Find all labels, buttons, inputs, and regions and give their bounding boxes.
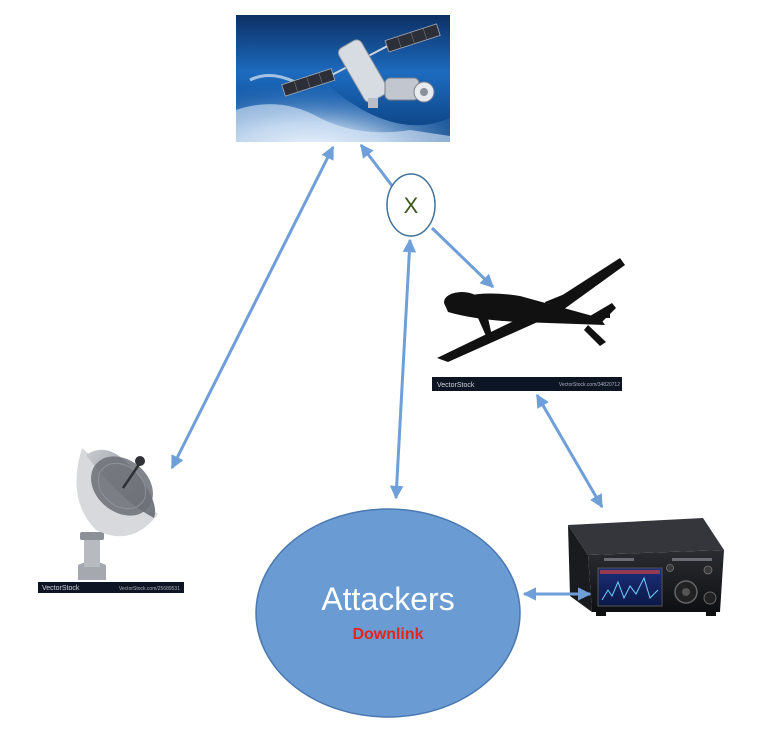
sdr-radio-image <box>568 518 724 616</box>
dish-watermark-brand: VectorStock <box>42 585 80 592</box>
jam-marker: X <box>386 173 436 237</box>
arrow-dish-satellite <box>170 145 335 470</box>
jam-marker-label: X <box>404 193 419 218</box>
link-arrows <box>170 143 604 601</box>
drone-watermark-id: VectorStock.com/34820712 <box>559 382 620 388</box>
arrow-jam-drone <box>430 226 495 289</box>
dish-watermark-id: VectorStock.com/25689531 <box>119 586 180 592</box>
arrow-jam-satellite <box>359 143 395 188</box>
arrow-drone-radio <box>535 393 604 509</box>
arrow-attackers-jam <box>389 238 417 500</box>
attackers-title: Attackers <box>321 581 454 617</box>
attackers-subtitle: Downlink <box>352 626 423 643</box>
attackers-node: Attackers Downlink <box>255 508 521 718</box>
ground-dish-image: VectorStock VectorStock.com/25689531 <box>38 448 184 593</box>
satellite-image <box>236 15 450 142</box>
drone-watermark-brand: VectorStock <box>437 382 475 389</box>
drone-image: VectorStock VectorStock.com/34820712 <box>432 258 625 391</box>
